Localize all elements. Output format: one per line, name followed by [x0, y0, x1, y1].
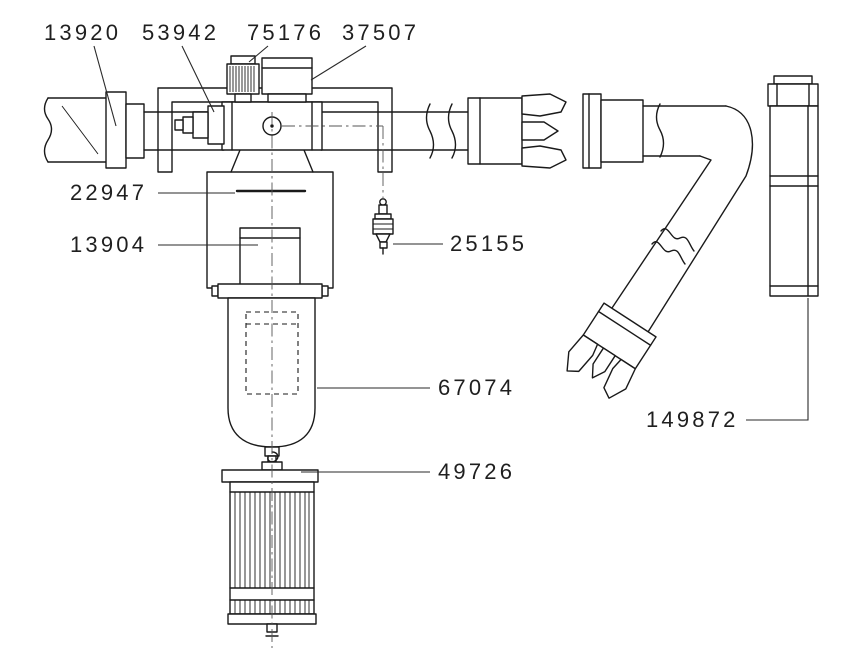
part-label-149872: 149872	[646, 407, 739, 432]
part-label-67074: 67074	[438, 375, 515, 400]
hose-coupling	[566, 302, 657, 399]
hose-assembly	[566, 93, 753, 399]
strainer-element	[221, 451, 319, 637]
mounting-plate	[157, 87, 393, 173]
leader-149872	[746, 298, 809, 421]
quick-coupling-male	[467, 93, 567, 169]
adjusting-knob	[226, 55, 260, 103]
leader-37507	[310, 45, 367, 81]
centerlines	[271, 112, 384, 648]
part-label-22947: 22947	[70, 180, 147, 205]
part-label-49726: 49726	[438, 459, 515, 484]
leader-13920	[93, 45, 117, 127]
leader-75176	[248, 45, 269, 63]
part-label-13904: 13904	[70, 232, 147, 257]
inlet-fitting	[174, 105, 225, 145]
part-label-75176: 75176	[247, 20, 324, 45]
part-label-25155: 25155	[450, 231, 527, 256]
quick-coupling-left	[43, 91, 145, 169]
filter-cartridge	[239, 227, 301, 293]
part-label-37507: 37507	[342, 20, 419, 45]
filter-bowl	[227, 297, 316, 470]
part-label-13920: 13920	[44, 20, 121, 45]
bowl-flange	[211, 283, 329, 299]
drain-valve	[372, 198, 394, 255]
part-label-53942: 53942	[142, 20, 219, 45]
top-housing	[261, 57, 313, 103]
leader-53942	[181, 45, 215, 113]
mounting-rail	[767, 75, 819, 297]
